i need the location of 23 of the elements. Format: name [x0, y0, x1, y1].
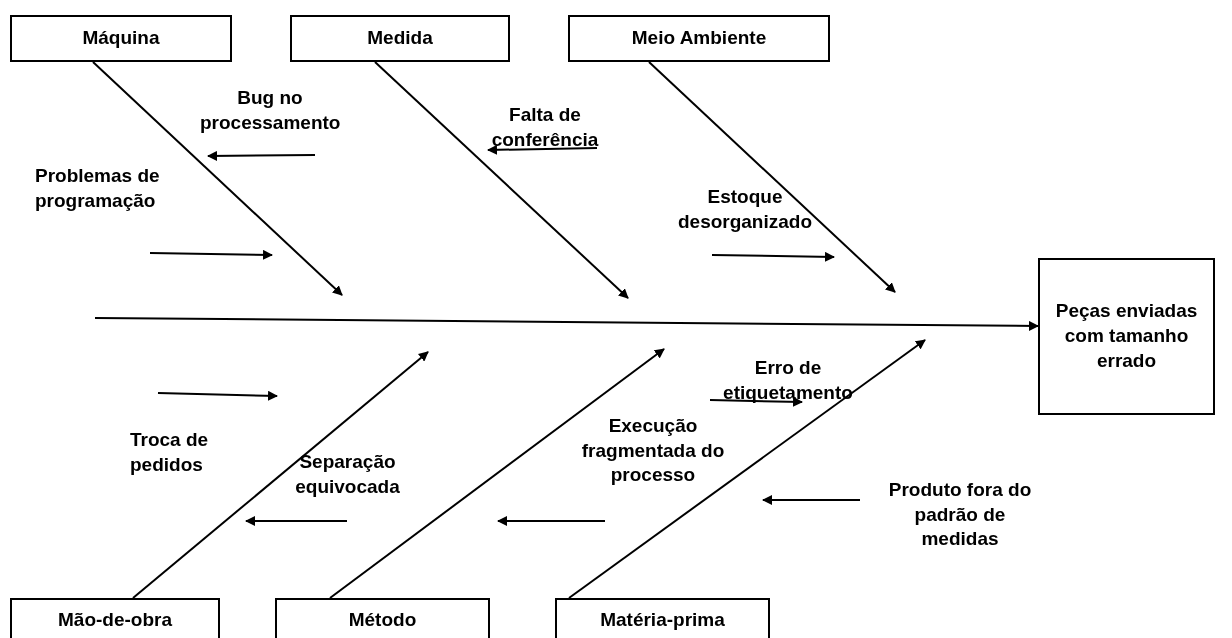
arrow — [329, 348, 665, 599]
category-box: Máquina — [10, 15, 232, 62]
arrow — [374, 61, 629, 299]
cause-label: Troca de pedidos — [130, 428, 250, 478]
arrow — [94, 317, 1039, 331]
cause-label: Bug no processamento — [200, 86, 340, 136]
cause-label: Estoque desorganizado — [670, 185, 820, 235]
arrow — [568, 339, 926, 599]
category-box: Método — [275, 598, 490, 638]
category-box: Peças enviadas com tamanho errado — [1038, 258, 1215, 415]
category-box: Mão-de-obra — [10, 598, 220, 638]
arrow — [132, 351, 429, 599]
category-box: Meio Ambiente — [568, 15, 830, 62]
cause-label: Problemas de programação — [35, 164, 215, 214]
cause-label: Erro de etiquetamento — [722, 356, 854, 406]
arrow — [648, 61, 896, 293]
category-box: Medida — [290, 15, 510, 62]
category-box: Matéria-prima — [555, 598, 770, 638]
cause-label: Falta de conferência — [470, 103, 620, 153]
cause-label: Produto fora do padrão de medidas — [885, 478, 1035, 553]
cause-label: Execução fragmentada do processo — [578, 414, 728, 489]
arrow — [92, 61, 343, 296]
cause-label: Separação equivocada — [280, 450, 415, 500]
